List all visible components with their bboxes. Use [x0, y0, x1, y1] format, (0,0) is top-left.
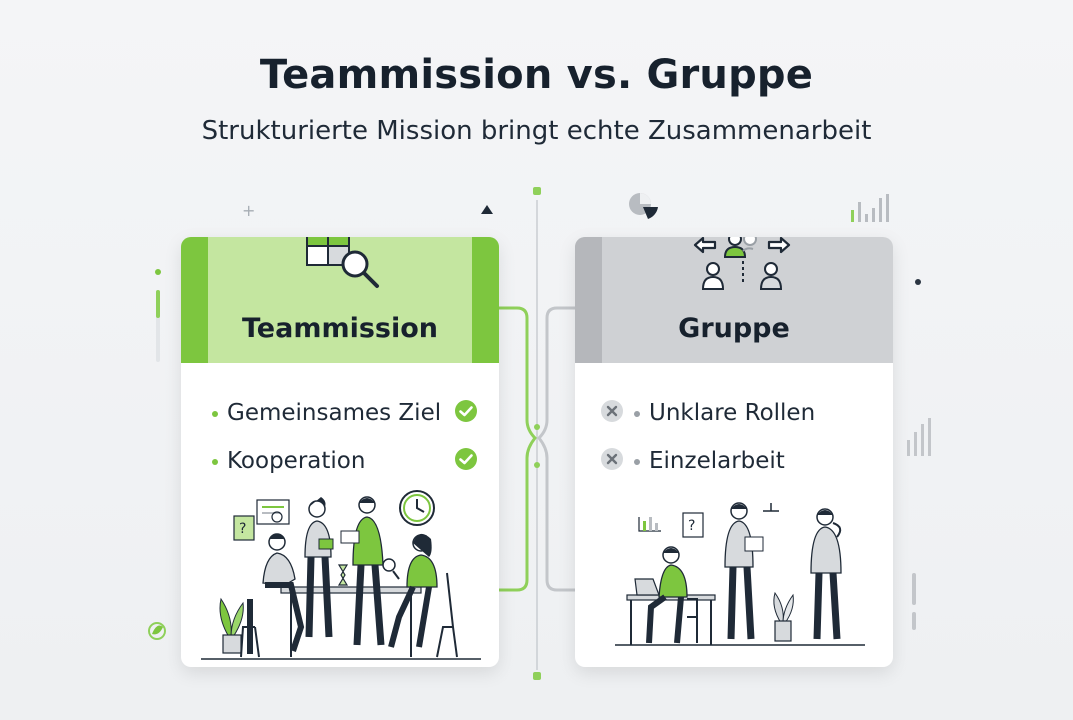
individual-work-illustration: ?	[615, 502, 865, 646]
team-collaboration-illustration: ?	[201, 490, 481, 660]
list-item: Gemeinsames Ziel	[181, 397, 499, 431]
teammission-title: Teammission	[241, 313, 439, 344]
gruppe-card: Gruppe Unklare Rollen Einzelarbeit ?	[575, 237, 893, 667]
svg-text:+: +	[242, 201, 255, 220]
teammission-card: Teammission Gemeinsames Ziel Kooperation…	[181, 237, 499, 667]
check-circle-icon	[455, 400, 477, 422]
svg-text:?: ?	[688, 518, 695, 534]
check-circle-icon	[455, 448, 477, 470]
list-item: Einzelarbeit	[575, 445, 893, 479]
gruppe-title: Gruppe	[678, 313, 790, 344]
list-item: Unklare Rollen	[575, 397, 893, 431]
cross-circle-icon	[601, 448, 623, 470]
scattered-arrows-people-icon	[693, 237, 791, 290]
list-item: Kooperation	[181, 445, 499, 479]
cross-circle-icon	[601, 400, 623, 422]
page-subtitle: Strukturierte Mission bringt echte Zusam…	[201, 116, 872, 146]
svg-text:?: ?	[239, 521, 246, 537]
page-title: Teammission vs. Gruppe	[259, 52, 814, 98]
puzzle-gears-magnifier-icon	[306, 237, 379, 288]
